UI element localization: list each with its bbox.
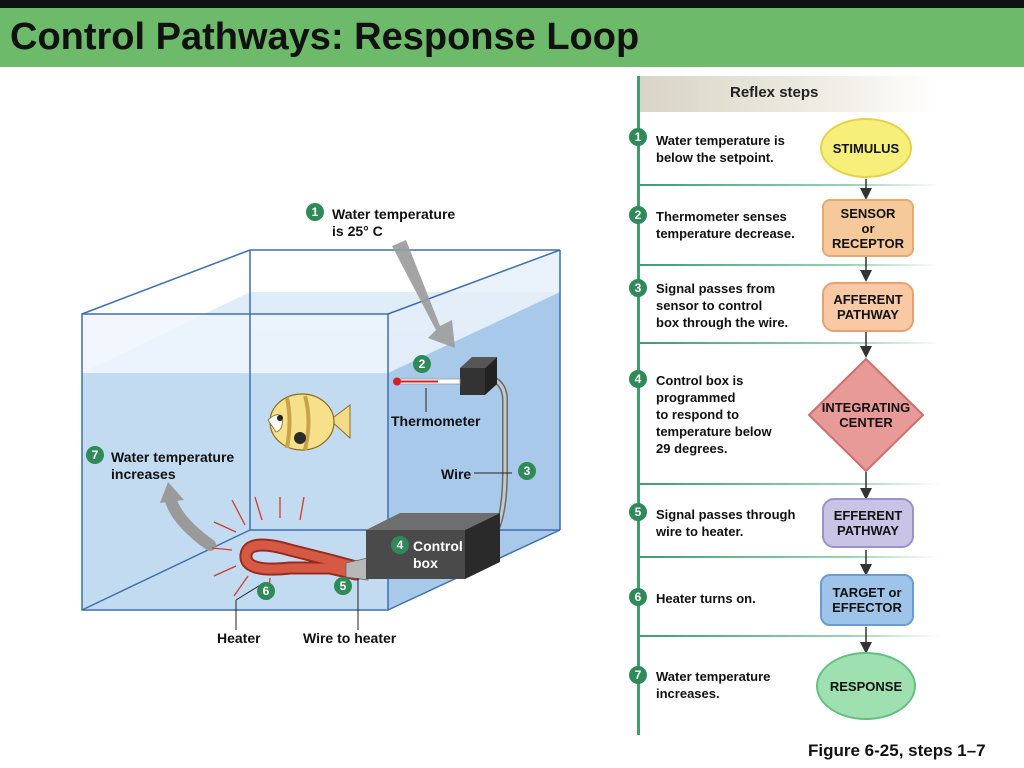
fish-illustration (267, 393, 351, 451)
reflex-panel-title: Reflex steps (730, 84, 819, 101)
diagram-label-water-increases: Water temperature increases (111, 449, 235, 482)
row-separator (640, 342, 940, 344)
control-box-label: Control box (413, 538, 463, 571)
diagram-step-badge-7: 7 (86, 446, 104, 464)
reflex-step-badge-7: 7 (629, 666, 647, 684)
reflex-step-7-text: Water temperature increases. (656, 669, 771, 701)
arrow-heat-rising (160, 482, 216, 551)
row-separator (640, 483, 940, 485)
target-effector-box: TARGET or EFFECTOR (820, 574, 914, 626)
wire-label: Wire (441, 466, 472, 482)
reflex-panel-rail (637, 76, 640, 735)
flow-arrows (860, 179, 872, 654)
reflex-step-badge-1: 1 (629, 128, 647, 146)
tank-top-right-glass (388, 250, 560, 373)
efferent-pathway-box: EFFERENT PATHWAY (822, 498, 914, 548)
diagram-step-badge-6: 6 (257, 582, 275, 600)
row-separator (640, 184, 940, 186)
reflex-step-badge-3: 3 (629, 279, 647, 297)
reflex-step-badge-6: 6 (629, 588, 647, 606)
reflex-step-1-text: Water temperature is below the setpoint. (656, 133, 785, 165)
reflex-step-5-text: Signal passes through wire to heater. (656, 507, 796, 539)
reflex-step-badge-5: 5 (629, 503, 647, 521)
tank-upper-glass (82, 314, 388, 373)
title-bar (0, 8, 1024, 67)
diagram-step-badge-4: 4 (391, 536, 409, 554)
reflex-step-4-text: Control box is programmed to respond to … (656, 373, 772, 456)
control-box (366, 513, 500, 579)
afferent-pathway-box: AFFERENT PATHWAY (822, 282, 914, 332)
arrow-to-thermometer (392, 240, 455, 348)
diagram-step-badge-2: 2 (413, 355, 431, 373)
reflex-step-2-text: Thermometer senses temperature decrease. (656, 209, 795, 241)
thermometer-label: Thermometer (391, 413, 481, 429)
reflex-step-3-text: Signal passes from sensor to control box… (656, 281, 789, 330)
row-separator (640, 635, 940, 637)
diagram-label-water-temperature: Water temperature is 25° C (332, 206, 456, 239)
reflex-panel-header: Reflex steps (640, 76, 938, 112)
page-title: Control Pathways: Response Loop (10, 16, 640, 58)
heater-coil (211, 496, 369, 601)
wire-to-heater-label: Wire to heater (303, 630, 397, 646)
figure-caption: Figure 6-25, steps 1–7 (808, 741, 986, 760)
diagram-step-badge-5: 5 (334, 577, 352, 595)
top-border (0, 0, 1024, 8)
row-separator (640, 556, 940, 558)
diagram-step-badge-1: 1 (306, 203, 324, 221)
integrating-center-label: INTEGRATING CENTER (821, 400, 911, 430)
reflex-step-badge-2: 2 (629, 206, 647, 224)
row-separator (640, 264, 940, 266)
heater-label: Heater (217, 630, 261, 646)
stimulus-oval: STIMULUS (820, 118, 912, 178)
aquarium-diagram (81, 240, 561, 630)
sensor-receptor-box: SENSOR or RECEPTOR (822, 199, 914, 257)
diagram-step-badge-3: 3 (518, 462, 536, 480)
reflex-step-badge-4: 4 (629, 370, 647, 388)
thermometer (393, 357, 497, 395)
reflex-step-6-text: Heater turns on. (656, 591, 756, 606)
response-oval: RESPONSE (816, 652, 916, 720)
integrating-center-diamond (808, 358, 924, 472)
